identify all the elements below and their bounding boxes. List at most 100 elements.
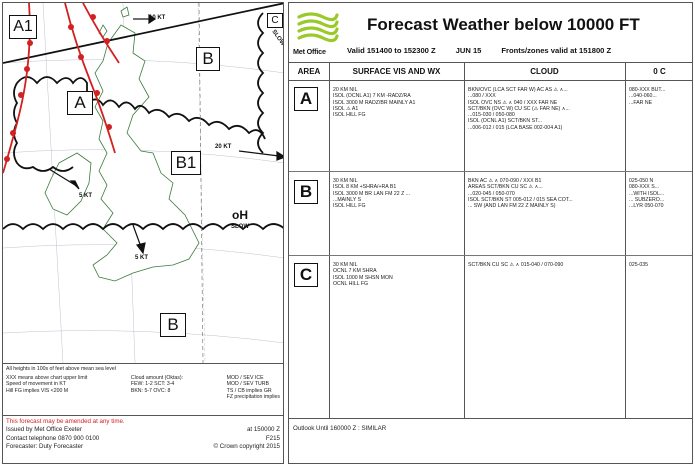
legend-right-line: MOD / SEV TURB bbox=[226, 381, 269, 388]
cloud-line: BKN AC ⚠ ∧ 070-090 / XXX B1 bbox=[468, 178, 542, 184]
forecaster: Forecaster: Duty Forecaster bbox=[6, 443, 84, 451]
zero-c-line: ... SUBZERO... bbox=[629, 196, 665, 203]
cloud-line: ISOL (OCNL A1) SCT/BKN ST... bbox=[468, 118, 542, 125]
row-a-zero-c: 080-XXX BUT... ...040-060... ...FAR NE bbox=[629, 87, 691, 106]
weather-map: A1 A B B1 B C SLOW 10 KT 20 KT 5 KT 5 KT… bbox=[3, 3, 283, 363]
cloud-line: ...020-045 / 050-070 bbox=[468, 190, 515, 197]
row-c-cloud: SCT/BKN CU SC ⚠ ∧ 015-040 / 070-090 bbox=[468, 262, 622, 268]
zone-boundaries bbox=[3, 3, 283, 231]
surface-line: 30 KM NIL bbox=[333, 262, 358, 268]
surface-line: ...MAINLY S bbox=[333, 196, 362, 203]
zero-c-line: 080-XXX S... bbox=[629, 184, 659, 191]
legend-title: All heights in 100s of feet above mean s… bbox=[6, 366, 116, 372]
cloud-line: ...006-012 / 015 (LCA BASE 002-004 A1) bbox=[468, 124, 563, 131]
validity-line: Valid 151400 to 152300 Z JUN 15 Fronts/z… bbox=[347, 46, 611, 55]
legend-right-line: TS / CB implies GR bbox=[226, 387, 272, 394]
legend-left-line: XXX means above chart upper limit bbox=[6, 375, 88, 382]
zero-c-line: 025-050 N bbox=[629, 178, 654, 184]
wind-label-bottom: 5 KT bbox=[135, 255, 149, 261]
column-header-area: AREA bbox=[289, 63, 329, 81]
legend-right-line: FZ precipitation implies bbox=[226, 393, 280, 400]
surface-line: 30 KM NIL bbox=[333, 178, 358, 184]
zero-c-line: 080-XXX BUT... bbox=[629, 87, 666, 93]
forecast-table: AREA SURFACE VIS AND WX CLOUD 0 C A 20 K… bbox=[289, 63, 692, 419]
issued-by: Issued by Met Office Exeter bbox=[6, 426, 82, 434]
copyright: © Crown copyright 2015 bbox=[213, 443, 280, 451]
wind-label-top: 10 KT bbox=[149, 15, 166, 21]
legend-right-line: MOD / SEV ICE bbox=[226, 375, 264, 382]
column-divider bbox=[464, 63, 465, 419]
cloud-line: SCT/BKN (OVC W) CU SC (⚠ FAR NE) ∧... bbox=[468, 105, 570, 112]
column-header-zero-c: 0 C bbox=[625, 63, 692, 81]
valid-period: Valid 151400 to 152300 Z bbox=[347, 46, 436, 55]
legend-mid-column: Cloud amount (Oktas): FEW: 1-2 SCT: 3-4 … bbox=[131, 375, 183, 400]
zone-label-c[interactable]: C bbox=[267, 13, 283, 28]
surface-line: ISOL (OCNL A1) 7 KM -RADZ/RA bbox=[333, 93, 411, 100]
surface-line: OCNL 7 KM SHRA bbox=[333, 268, 377, 275]
surface-line: ISOL ⚠ A1 bbox=[333, 105, 359, 112]
cloud-line: ...015-030 / 050-080 bbox=[468, 112, 515, 119]
legend-mid-line: FEW: 1-2 SCT: 3-4 bbox=[130, 381, 175, 388]
surface-line: ISOL 8 KM +SHRA/+RA B1 bbox=[333, 184, 397, 191]
column-header-cloud: CLOUD bbox=[464, 63, 625, 81]
row-b-cloud: BKN AC ⚠ ∧ 070-090 / XXX B1 AREAS SCT/BK… bbox=[468, 178, 622, 209]
legend-mid-line: BKN: 5-7 OVC: 8 bbox=[130, 387, 171, 394]
row-b-surface: 30 KM NIL ISOL 8 KM +SHRA/+RA B1 ISOL 30… bbox=[333, 178, 461, 209]
wind-arrows bbox=[48, 13, 283, 255]
cloud-line: ... SW (AND LAN FM 22 Z MAINLY S) bbox=[468, 203, 556, 210]
wind-label-left: 5 KT bbox=[79, 193, 93, 199]
zone-label-b-south[interactable]: B bbox=[160, 313, 186, 337]
issued-at: at 150000 Z bbox=[246, 426, 280, 434]
legend-left-line: Speed of movement in KT bbox=[6, 381, 66, 388]
issued-row: Issued by Met Office Exeter at 150000 Z bbox=[6, 426, 280, 434]
form-code: F215 bbox=[265, 434, 280, 442]
surface-line: ISOL HILL FG bbox=[333, 112, 366, 119]
contact-row: Contact telephone 0870 900 0100 F215 bbox=[6, 435, 280, 443]
zone-label-b-north[interactable]: B bbox=[196, 47, 220, 71]
area-label-a: A bbox=[294, 87, 318, 111]
surface-line: ISOL 1000 M SHSN MON bbox=[333, 274, 393, 281]
column-divider bbox=[625, 63, 626, 419]
fronts-valid-time: Fronts/zones valid at 151800 Z bbox=[501, 46, 612, 55]
cloud-line: ISOL OVC NS ⚠ ∧ 040 / XXX FAR NE bbox=[468, 99, 558, 106]
row-divider bbox=[289, 171, 692, 172]
cloud-line: ISOL SCT/BKN ST 005-012 / 015 SEA COT... bbox=[468, 196, 573, 203]
zero-c-line: ...WITH ISOL... bbox=[629, 190, 665, 197]
column-divider bbox=[329, 63, 330, 419]
amendment-warning: This forecast may be amended at any time… bbox=[6, 418, 125, 425]
met-office-logo-icon bbox=[297, 12, 339, 43]
row-c-zero-c: 025-035 bbox=[629, 262, 691, 268]
legend-left-column: XXX means above chart upper limit Speed … bbox=[6, 375, 87, 400]
high-pressure-symbol: oH bbox=[232, 208, 248, 222]
forecast-date: JUN 15 bbox=[455, 46, 482, 55]
legend-right-column: MOD / SEV ICE MOD / SEV TURB TS / CB imp… bbox=[227, 375, 280, 400]
zone-label-b1[interactable]: B1 bbox=[171, 151, 201, 175]
row-a-surface: 20 KM NIL ISOL (OCNL A1) 7 KM -RADZ/RA I… bbox=[333, 87, 461, 118]
row-c-surface: 30 KM NIL OCNL 7 KM SHRA ISOL 1000 M SHS… bbox=[333, 262, 461, 287]
zone-label-a[interactable]: A bbox=[67, 91, 93, 115]
row-b-zero-c: 025-050 N 080-XXX S... ...WITH ISOL... .… bbox=[629, 178, 691, 209]
zero-c-line: 025-035 bbox=[629, 262, 649, 268]
surface-line: ISOL 3000 M BR LAN FM 22 Z ... bbox=[333, 190, 411, 197]
forecaster-row: Forecaster: Duty Forecaster © Crown copy… bbox=[6, 443, 280, 451]
forecast-header: Met Office Forecast Weather below 10000 … bbox=[289, 3, 692, 63]
outlook-text: Outlook Until 160000 Z : SIMILAR bbox=[293, 425, 387, 432]
cloud-line: SCT/BKN CU SC ⚠ ∧ 015-040 / 070-090 bbox=[468, 262, 564, 268]
weather-map-graphic bbox=[3, 3, 283, 363]
area-label-b: B bbox=[294, 180, 318, 204]
cloud-line: AREAS SCT/BKN CU SC ⚠ ∧... bbox=[468, 184, 543, 191]
page-title: Forecast Weather below 10000 FT bbox=[367, 15, 640, 34]
row-a-cloud: BKN/OVC (LCA SCT FAR W) AC AS ⚠ ∧... ...… bbox=[468, 87, 622, 131]
issue-footer: This forecast may be amended at any time… bbox=[3, 415, 283, 463]
contact-telephone: Contact telephone 0870 900 0100 bbox=[6, 434, 100, 442]
cloud-line: BKN/OVC (LCA SCT FAR W) AC AS ⚠ ∧... bbox=[468, 87, 568, 93]
coastlines bbox=[44, 6, 200, 282]
chart-legend: All heights in 100s of feet above mean s… bbox=[3, 363, 283, 415]
legend-body: XXX means above chart upper limit Speed … bbox=[6, 375, 280, 400]
wind-label-right: 20 KT bbox=[215, 144, 232, 150]
zero-c-line: ...040-060... bbox=[629, 93, 657, 100]
surface-line: ISOL 3000 M RADZ/BR MAINLY A1 bbox=[333, 99, 416, 106]
zone-line-a1 bbox=[3, 3, 283, 64]
zone-label-a1[interactable]: A1 bbox=[9, 15, 37, 39]
forecast-table-panel: Met Office Forecast Weather below 10000 … bbox=[288, 2, 693, 464]
